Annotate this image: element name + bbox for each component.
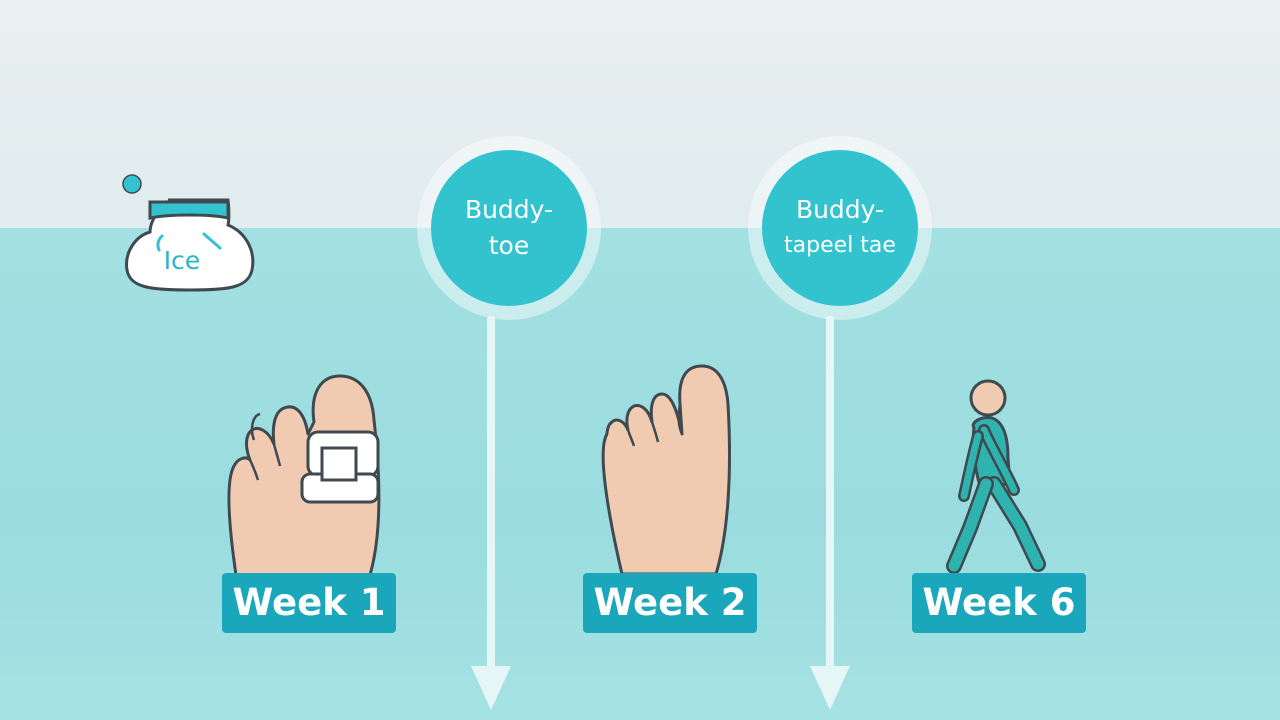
week-2-badge: Week 2 [583,573,757,633]
taped-foot-icon [227,374,381,577]
walking-person-icon [946,379,1046,574]
timeline-arrow-line [487,316,495,676]
milestone-circle: Buddy- tapeel tae [762,150,918,306]
milestone-line-2: toe [488,231,530,260]
ice-pack-icon [122,174,255,292]
ice-label: Ice [163,246,201,275]
timeline-arrow-line [826,316,834,676]
milestone-line-2: tapeel tae [784,233,896,258]
timeline-arrowhead [810,666,850,710]
milestone-line-1: Buddy- [464,195,554,224]
milestone-buddy-toe: Buddy- toe [417,136,601,320]
milestone-buddy-taped-toe: Buddy- tapeel tae [748,136,932,320]
foot-icon [601,364,731,576]
week-1-badge: Week 1 [222,573,396,633]
top-background-band [0,0,1280,228]
milestone-line-1: Buddy- [795,195,885,224]
milestone-circle: Buddy- toe [431,150,587,306]
week-6-badge: Week 6 [912,573,1086,633]
timeline-arrowhead [471,666,511,710]
